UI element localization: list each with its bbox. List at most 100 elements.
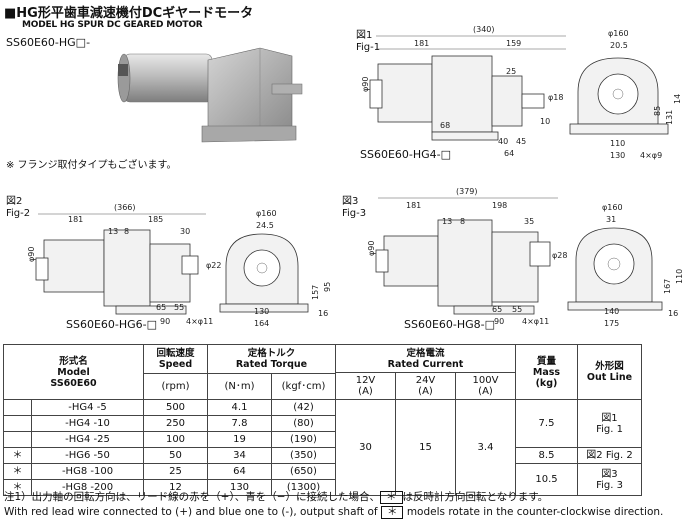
asterisk-mark: ＊: [380, 491, 403, 504]
header-100v: 100V(A): [455, 372, 516, 400]
header-speed: 回転速度 Speed: [143, 344, 208, 374]
fig2-side-h1: 157: [311, 285, 320, 300]
header-24v: 24V(A): [395, 372, 456, 400]
model-code: SS60E60-HG□-: [6, 36, 91, 49]
row-kgf: (650): [271, 463, 336, 480]
fig1-side-h1: 131: [665, 110, 674, 125]
fig3-b2: 55: [512, 305, 522, 314]
spec-table: 形式名 Model SS60E60 回転速度 Speed 定格トルク Rated…: [3, 344, 642, 496]
current-24v: 15: [395, 399, 456, 496]
fig3-model: SS60E60-HG8-□: [404, 318, 496, 331]
fig2-b2: 55: [174, 303, 184, 312]
row-model: -HG4 -5: [31, 399, 144, 416]
fig1-side-w: 20.5: [610, 41, 628, 50]
row-model: -HG4 -25: [31, 431, 144, 448]
flange-note: ※ フランジ取付タイプもございます。: [6, 160, 177, 171]
header-torque-unit1: (N･m): [207, 373, 272, 400]
mass-hg6: 8.5: [515, 447, 578, 464]
fig3-side-h2: 110: [675, 269, 682, 284]
fig2-a1: 13: [108, 227, 118, 236]
fig3-a2: 8: [460, 217, 465, 226]
fig1-label-jp: 図1: [356, 30, 373, 41]
fig3-a3: 35: [524, 217, 534, 226]
fig3-side-h1: 167: [663, 279, 672, 294]
fig2-dim-left: 181: [68, 215, 83, 224]
fig1-dim-h1: 25: [506, 67, 516, 76]
outline-hg8: 図3 Fig. 3: [577, 463, 642, 496]
fig1-holes: 4×φ9: [640, 151, 662, 160]
row-kgf: (190): [271, 431, 336, 448]
header-12v: 12V(A): [335, 372, 396, 400]
header-current: 定格電流 Rated Current: [335, 344, 516, 373]
fig1-side-top: φ160: [608, 29, 629, 38]
fig3-dim-left: 181: [406, 201, 421, 210]
fig2-side-top: φ160: [256, 209, 277, 218]
fig1-base2: 130: [610, 151, 625, 160]
row-speed: 500: [143, 399, 208, 416]
fig2-label-jp: 図2: [6, 196, 23, 207]
fig3-d1: φ90: [367, 241, 376, 256]
fig3-side-top: φ160: [602, 203, 623, 212]
fig1-dim-d1: φ90: [361, 77, 370, 92]
fig3-dim-right: 198: [492, 201, 507, 210]
fig3-side-w: 31: [606, 215, 616, 224]
fig3-d2: φ28: [552, 251, 567, 260]
fig1-dim-b1: 40: [498, 137, 508, 146]
fig1-label-en: Fig-1: [356, 42, 381, 53]
row-kgf: (80): [271, 415, 336, 432]
row-speed: 250: [143, 415, 208, 432]
fig2-side-w: 24.5: [256, 221, 274, 230]
mass-hg4: 7.5: [515, 399, 578, 448]
fig1-dim-d3: φ18: [548, 93, 563, 102]
outline-hg4: 図1 Fig. 1: [577, 399, 642, 448]
row-model: -HG4 -10: [31, 415, 144, 432]
fig3-label: 図3 Fig-3: [342, 196, 366, 220]
row-nm: 4.1: [207, 399, 272, 416]
fig3-dim-overall: (379): [456, 187, 478, 196]
fig1-dim-left: 181: [414, 39, 429, 48]
fig2-side-h3: 16: [318, 309, 328, 318]
row-mark: [3, 399, 32, 416]
fig1-label: 図1 Fig-1: [356, 30, 380, 54]
note-en: With red lead wire connected to (+) and …: [4, 506, 664, 519]
fig1-dim-overall: (340): [473, 25, 495, 34]
fig3-drawing: (379) 181 198 13 8 35 φ90 φ28 65 55 90 4…: [367, 187, 682, 328]
page-title: ■HG形平歯車減速機付DCギヤードモータ: [4, 6, 254, 21]
fig2-base2: 164: [254, 319, 269, 328]
fig2-b3: 90: [160, 317, 170, 326]
fig1-dim-b2: 45: [516, 137, 526, 146]
fig2-model: SS60E60-HG6-□: [66, 318, 158, 331]
row-speed: 12: [143, 479, 208, 496]
header-torque: 定格トルク Rated Torque: [207, 344, 336, 374]
fig1-drawing: (340) 181 159 φ90 68 25 10 φ18 40 45 64 …: [361, 25, 682, 160]
fig3-a1: 13: [442, 217, 452, 226]
fig2-dim-overall: (366): [114, 203, 136, 212]
row-nm: 19: [207, 431, 272, 448]
row-kgf: (1300): [271, 479, 336, 496]
row-kgf: (42): [271, 399, 336, 416]
fig3-label-jp: 図3: [342, 196, 359, 207]
fig3-b3: 90: [494, 317, 504, 326]
row-speed: 50: [143, 447, 208, 464]
fig2-holes: 4×φ11: [186, 317, 213, 326]
fig2-side-h2: 95: [323, 282, 332, 292]
row-speed: 100: [143, 431, 208, 448]
fig3-base1: 140: [604, 307, 619, 316]
row-kgf: (350): [271, 447, 336, 464]
fig3-base2: 175: [604, 319, 619, 328]
current-12v: 30: [335, 399, 396, 496]
fig2-base1: 130: [254, 307, 269, 316]
product-photo: [117, 47, 303, 143]
fig1-model: SS60E60-HG4-□: [360, 148, 452, 161]
fig1-dim-b3: 64: [504, 149, 514, 158]
outline-hg6: 図2 Fig. 2: [577, 447, 642, 464]
row-mark: ＊: [3, 463, 32, 480]
row-mark: [3, 415, 32, 432]
fig2-a3: 30: [180, 227, 190, 236]
fig2-d1: φ90: [27, 247, 36, 262]
header-outline: 外形図 Out Line: [577, 344, 642, 400]
row-mark: [3, 431, 32, 448]
row-mark: ＊: [3, 447, 32, 464]
header-torque-unit2: (kgf･cm): [271, 373, 336, 400]
header-mass: 質量 Mass (kg): [515, 344, 578, 400]
